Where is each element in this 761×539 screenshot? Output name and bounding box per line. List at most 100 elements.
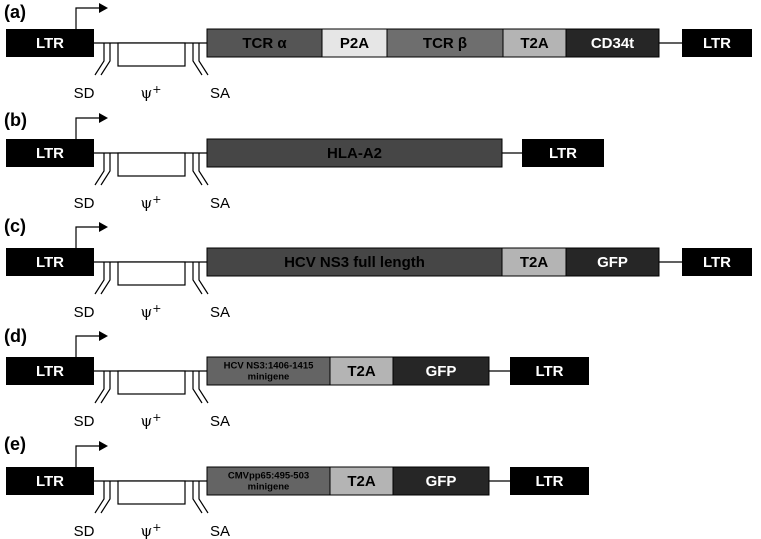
ltr-right-box [522, 139, 604, 167]
ltr-left-label: LTR [36, 363, 64, 380]
sa-site-mark [198, 371, 209, 404]
gene-segment [329, 466, 394, 496]
sa-site-mark [198, 43, 209, 76]
psi-region-box [117, 42, 186, 67]
sd-site-mark [100, 153, 111, 186]
psi-superscript: + [152, 411, 161, 424]
panel-label: (a) [4, 2, 26, 22]
psi-superscript: + [152, 193, 161, 206]
gene-segment [206, 138, 503, 168]
ltr-left-box [6, 357, 94, 385]
gene-segment [392, 356, 490, 386]
arrow-head-icon [99, 113, 108, 123]
sd-label: SD [74, 523, 95, 539]
ltr-right-box [682, 29, 752, 57]
arrow-head-icon [99, 3, 108, 13]
ltr-right-label: LTR [535, 363, 563, 380]
sa-site-mark [192, 481, 203, 514]
ltr-left-box [6, 139, 94, 167]
segment-label: T2A [347, 473, 376, 490]
promoter-arrow-icon [75, 117, 100, 139]
segment-label: P2A [340, 35, 369, 52]
sa-label: SA [210, 195, 230, 212]
gene-segment [501, 247, 567, 277]
gene-segment [502, 28, 567, 58]
sd-label: SD [74, 85, 95, 102]
gene-segment [206, 28, 323, 58]
psi-superscript: + [152, 83, 161, 96]
sd-site-mark [100, 262, 111, 295]
segment-label-line1: HCV NS3:1406-1415 [224, 361, 314, 372]
ltr-right-box [510, 467, 589, 495]
segment-label: GFP [426, 363, 457, 380]
ltr-right-box [682, 248, 752, 276]
ltr-left-label: LTR [36, 145, 64, 162]
segment-label-line2: minigene [248, 372, 290, 383]
sa-label: SA [210, 523, 230, 539]
sa-site-mark [192, 371, 203, 404]
sd-site-mark [100, 481, 111, 514]
ltr-right-label: LTR [549, 145, 577, 162]
psi-label: ψ+ [141, 411, 162, 430]
segment-label-line1: CMVpp65:495-503 [228, 471, 309, 482]
sd-label: SD [74, 304, 95, 321]
gene-segment [565, 28, 660, 58]
ltr-left-box [6, 29, 94, 57]
panel-label: (b) [4, 110, 27, 130]
promoter-arrow-icon [75, 7, 100, 29]
segment-label-line2: minigene [248, 482, 290, 493]
gene-segment [206, 356, 331, 386]
arrow-head-icon [99, 331, 108, 341]
sa-site-mark [198, 153, 209, 186]
psi-region-box [117, 152, 186, 177]
sd-site-mark [94, 43, 105, 76]
panel-label: (e) [4, 434, 26, 454]
segment-label: GFP [597, 254, 628, 271]
segment-label: HLA-A2 [327, 145, 382, 162]
ltr-right-label: LTR [703, 254, 731, 271]
psi-label: ψ+ [141, 302, 162, 321]
panel-label: (c) [4, 216, 26, 236]
ltr-left-box [6, 467, 94, 495]
sd-site-mark [100, 371, 111, 404]
segment-label: T2A [520, 254, 549, 271]
ltr-left-box [6, 248, 94, 276]
sa-label: SA [210, 85, 230, 102]
segment-label: T2A [520, 35, 549, 52]
sa-site-mark [198, 481, 209, 514]
sa-site-mark [198, 262, 209, 295]
sa-site-mark [192, 43, 203, 76]
sa-site-mark [192, 153, 203, 186]
psi-region-box [117, 261, 186, 286]
ltr-left-label: LTR [36, 35, 64, 52]
gene-segment [392, 466, 490, 496]
ltr-right-label: LTR [535, 473, 563, 490]
panel-label: (d) [4, 326, 27, 346]
arrow-head-icon [99, 222, 108, 232]
sd-label: SD [74, 413, 95, 430]
psi-label: ψ+ [141, 83, 162, 102]
gene-segment [206, 466, 331, 496]
sd-site-mark [94, 153, 105, 186]
gene-segment [206, 247, 503, 277]
promoter-arrow-icon [75, 445, 100, 467]
psi-label: ψ+ [141, 521, 162, 539]
sd-site-mark [100, 43, 111, 76]
sd-site-mark [94, 371, 105, 404]
ltr-right-box [510, 357, 589, 385]
gene-segment [329, 356, 394, 386]
promoter-arrow-icon [75, 335, 100, 357]
segment-label: HCV NS3 full length [284, 254, 425, 271]
sa-label: SA [210, 413, 230, 430]
segment-label: TCR β [423, 35, 467, 52]
ltr-left-label: LTR [36, 254, 64, 271]
segment-label: GFP [426, 473, 457, 490]
psi-region-box [117, 370, 186, 395]
ltr-left-label: LTR [36, 473, 64, 490]
arrow-head-icon [99, 441, 108, 451]
